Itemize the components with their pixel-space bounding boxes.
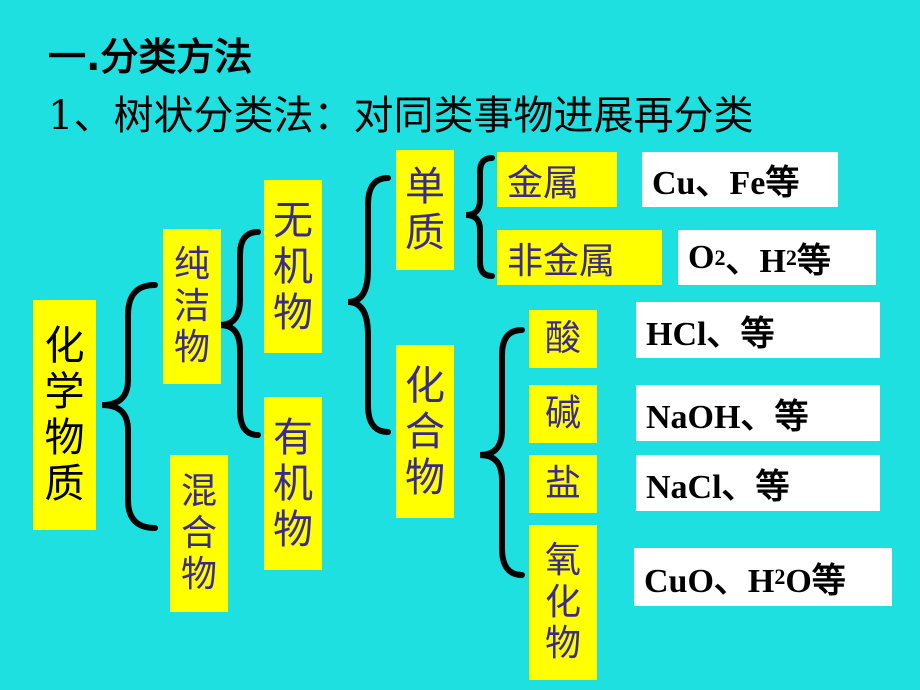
example-base: NaOH、等: [636, 385, 880, 441]
example-salt: NaCl、等: [636, 455, 880, 511]
bracket-element: [465, 155, 495, 279]
node-element: 单质: [396, 150, 454, 270]
node-chemical-substance: 化学物质: [33, 300, 96, 530]
bracket-pure-substance: [219, 229, 261, 438]
node-acid: 酸: [529, 310, 597, 368]
example-nonmetal-h: 、H: [725, 243, 786, 280]
example-nonmetal-subscript-1: 2: [714, 244, 726, 270]
node-mixture: 混合物: [170, 455, 228, 612]
bracket-compound: [479, 327, 525, 578]
node-metal: 金属: [497, 152, 617, 207]
example-nonmetal-suffix: 等: [796, 243, 831, 280]
example-oxide-subscript: 2: [774, 564, 786, 589]
node-oxide: 氧化物: [529, 525, 597, 680]
node-salt: 盐: [529, 455, 597, 513]
bracket-inorganic: [347, 175, 391, 435]
section-heading: 一.分类方法: [48, 35, 253, 79]
node-organic: 有机物: [264, 397, 322, 570]
node-pure-substance: 纯洁物: [163, 229, 221, 384]
node-compound: 化合物: [396, 345, 454, 518]
example-metal: Cu、Fe等: [642, 152, 838, 207]
example-oxide-suffix: O等: [785, 562, 846, 600]
example-nonmetal-subscript-2: 2: [785, 244, 797, 270]
node-base: 碱: [529, 385, 597, 443]
example-acid: HCl、等: [636, 302, 880, 358]
node-nonmetal: 非金属: [497, 230, 662, 285]
node-inorganic: 无机物: [264, 180, 322, 353]
example-nonmetal-o: O: [688, 238, 715, 276]
example-oxide-cuo: CuO、H: [644, 562, 775, 600]
method-subheading: 1、树状分类法：对同类事物进展再分类: [48, 93, 754, 139]
bracket-chemical-substance: [101, 282, 158, 531]
